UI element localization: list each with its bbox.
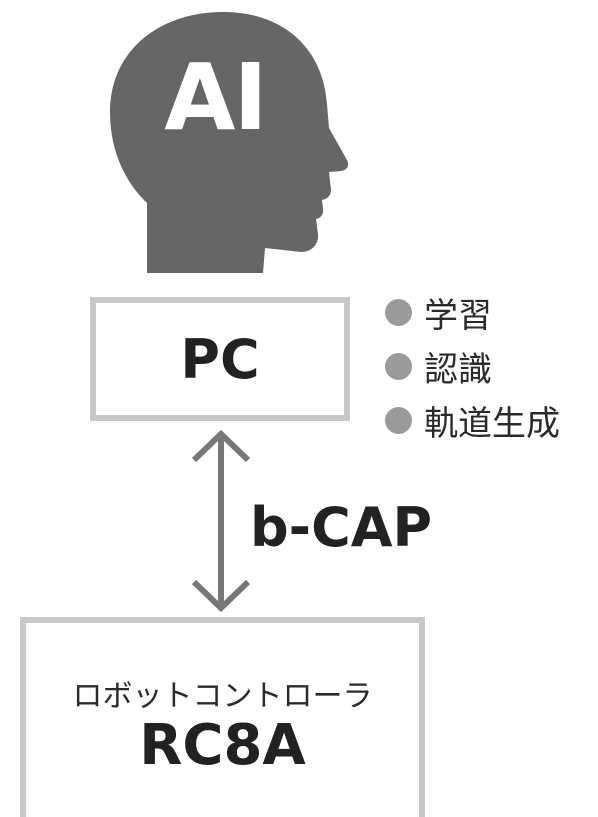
bidirectional-arrow-icon [191,429,251,613]
ai-head-icon: AI [105,8,350,273]
head-silhouette [110,12,349,273]
controller-title: RC8A [139,713,306,778]
feature-label: 学習 [424,295,492,336]
pc-label: PC [180,327,260,391]
feature-item: 認識 [385,339,560,393]
feature-item: 学習 [385,285,560,339]
controller-subtitle: ロボットコントローラ [72,679,373,714]
feature-list: 学習 認識 軌道生成 [385,285,560,447]
protocol-label: b-CAP [250,496,433,559]
feature-label: 認識 [424,349,492,390]
ai-label: AI [164,44,267,151]
feature-item: 軌道生成 [385,393,560,447]
bullet-icon [385,406,412,434]
controller-box: ロボットコントローラ RC8A [20,617,425,817]
bullet-icon [385,352,412,380]
pc-box: PC [90,297,350,421]
bullet-icon [385,298,412,326]
feature-label: 軌道生成 [424,403,560,444]
